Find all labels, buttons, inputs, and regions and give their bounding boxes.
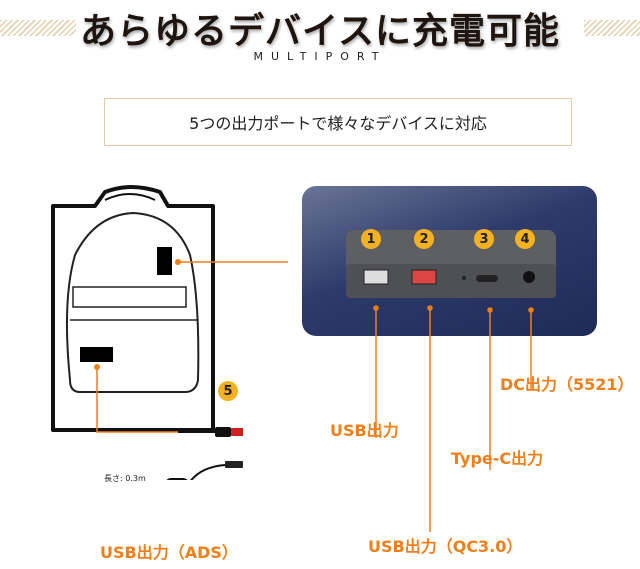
decorative-stripes-left <box>0 20 76 36</box>
port-label-usb: USB出力 <box>330 421 399 440</box>
page-subtitle: MULTIPORT <box>253 50 387 63</box>
cable-length-label: 長さ: 0.3m <box>104 474 146 483</box>
backpack-strap <box>72 286 187 308</box>
port-label-usb-qc: USB出力（QC3.0） <box>368 537 523 556</box>
port-badge-4: 4 <box>515 229 535 249</box>
intro-box: 5つの出力ポートで様々なデバイスに対応 <box>104 98 572 146</box>
port-badge-1: 1 <box>361 229 381 249</box>
port-badge-3: 3 <box>474 229 494 249</box>
port-label-usb-ads: USB出力（ADS） <box>100 543 238 562</box>
product-photo <box>302 186 597 336</box>
decorative-stripes-right <box>584 20 640 36</box>
backpack-illustration <box>51 185 288 480</box>
backpack-handle <box>104 193 156 201</box>
page-title: あらゆるデバイスに充電可能 <box>80 10 560 52</box>
port-badge-2: 2 <box>414 229 434 249</box>
port-label-dc: DC出力（5521） <box>500 375 634 394</box>
intro-text: 5つの出力ポートで様々なデバイスに対応 <box>189 114 487 133</box>
port-badge-5: 5 <box>218 381 238 401</box>
splitter-hub <box>166 478 188 480</box>
port-label-type-c: Type-C出力 <box>451 449 544 468</box>
power-bank-pocket <box>157 247 172 275</box>
ads-port-pocket <box>80 347 113 362</box>
